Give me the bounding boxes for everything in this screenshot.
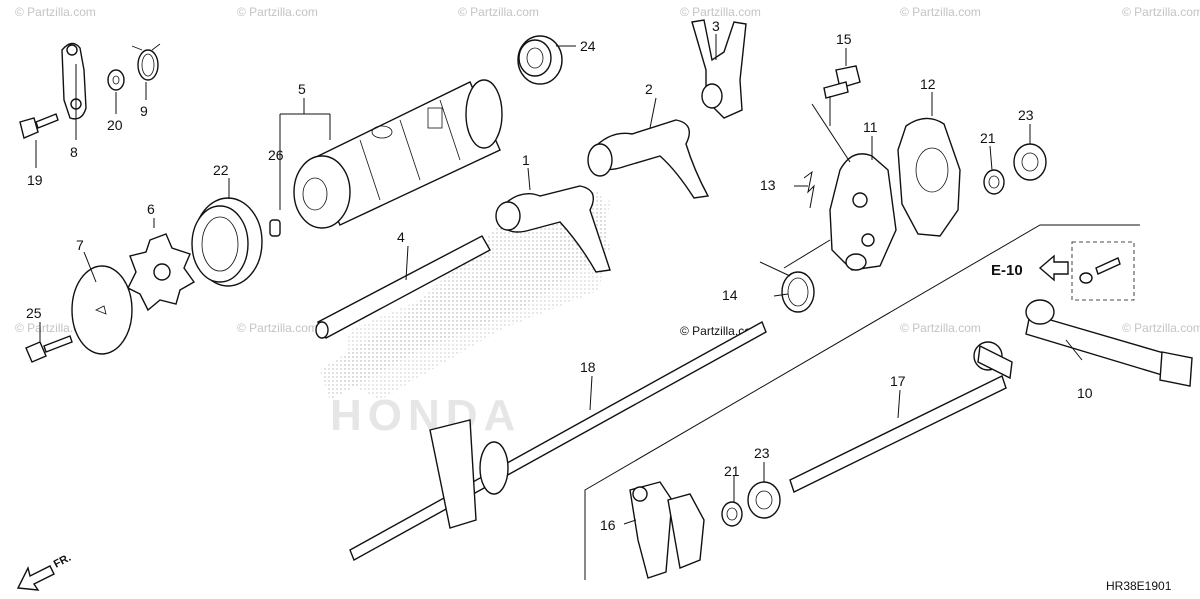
diagram-code: HR38E1901 [1106,579,1172,593]
part-4-shaft [315,235,491,339]
callout-8: 8 [70,144,78,160]
part-25-bolt [25,335,73,363]
part-22-bearing [191,197,263,287]
arrow-left-icon [1038,254,1069,282]
part-15-bolt [823,65,861,99]
part-16-arm [629,481,705,579]
callout-23-lower: 23 [754,445,770,461]
watermark-text: © Partzilla.com [900,5,981,19]
part-24-bearing [517,35,563,85]
watermark-text: © Partzilla.com [1122,321,1200,335]
watermark-text: © Partzilla.com [900,321,981,335]
callout-18: 18 [580,359,596,375]
brand-text: HONDA [330,391,521,440]
part-9-spring [131,43,161,81]
part-13-spring [803,170,815,209]
front-label: FR. [52,552,73,571]
callout-23-upper: 23 [1018,107,1034,123]
watermark-text: © Partzilla.com [15,5,96,19]
brand-logo: HONDA [320,190,610,440]
part-19-bolt [19,113,59,139]
part-5-drum [293,79,503,229]
callout-2: 2 [645,81,653,97]
callout-21-lower: 21 [724,463,740,479]
part-11-plate [829,153,897,271]
watermark-text: © Partzilla.com [237,5,318,19]
callout-12: 12 [920,76,936,92]
part-26-pin [269,219,281,237]
part-3-fork [691,19,747,119]
watermark-text: © Partzilla.com [458,5,539,19]
callout-15: 15 [836,31,852,47]
wing-shape [340,200,610,400]
callout-16: 16 [600,517,616,533]
front-arrow: FR. [16,552,73,591]
part-8-plate [61,42,87,120]
part-7-disc [71,265,133,355]
callout-1: 1 [522,152,530,168]
callout-labels: 1 2 3 4 5 6 7 8 9 10 11 12 13 14 15 16 1… [26,18,1093,533]
watermark-text: © Partzilla.com [680,5,761,19]
callout-21-upper: 21 [980,130,996,146]
callout-13: 13 [760,177,776,193]
callout-24: 24 [580,38,596,54]
callout-11: 11 [863,119,878,135]
part-21-washer-lower [721,501,743,527]
callout-4: 4 [397,229,405,245]
section-ref-box: E-10 [991,241,1135,301]
part-2-fork [587,119,710,199]
callout-25: 25 [26,305,42,321]
part-10-spindle [1025,299,1193,387]
callout-19: 19 [27,172,43,188]
watermark-text: © Partzilla.com [1122,5,1200,19]
arrow-down-left-icon [16,565,55,591]
watermarks: © Partzilla.com © Partzilla.com © Partzi… [15,5,1200,338]
callout-14: 14 [722,287,738,303]
callout-9: 9 [140,103,148,119]
callout-10: 10 [1077,385,1093,401]
part-1-fork [495,185,611,273]
callout-17: 17 [890,373,906,389]
watermark-text: © Partzilla.com [237,321,318,335]
part-21-washer-upper [983,169,1005,195]
callout-7: 7 [76,237,84,253]
part-20-washer [107,69,125,91]
callout-22: 22 [213,162,229,178]
section-frame [584,224,1140,580]
part-23-bearing-upper [1013,143,1047,181]
part-17-shaft [789,341,1013,493]
leader-lines [35,34,1083,525]
callout-5: 5 [298,81,306,97]
callout-20: 20 [107,117,123,133]
part-12-plate [897,117,961,237]
part-14-spring [759,239,831,313]
part-18-shaft [349,321,767,561]
part-23-bearing-lower [747,481,781,519]
part-6-star [127,233,196,312]
section-ref-label: E-10 [991,262,1023,279]
callout-6: 6 [147,201,155,217]
callout-26: 26 [268,147,284,163]
callout-3: 3 [712,18,720,34]
